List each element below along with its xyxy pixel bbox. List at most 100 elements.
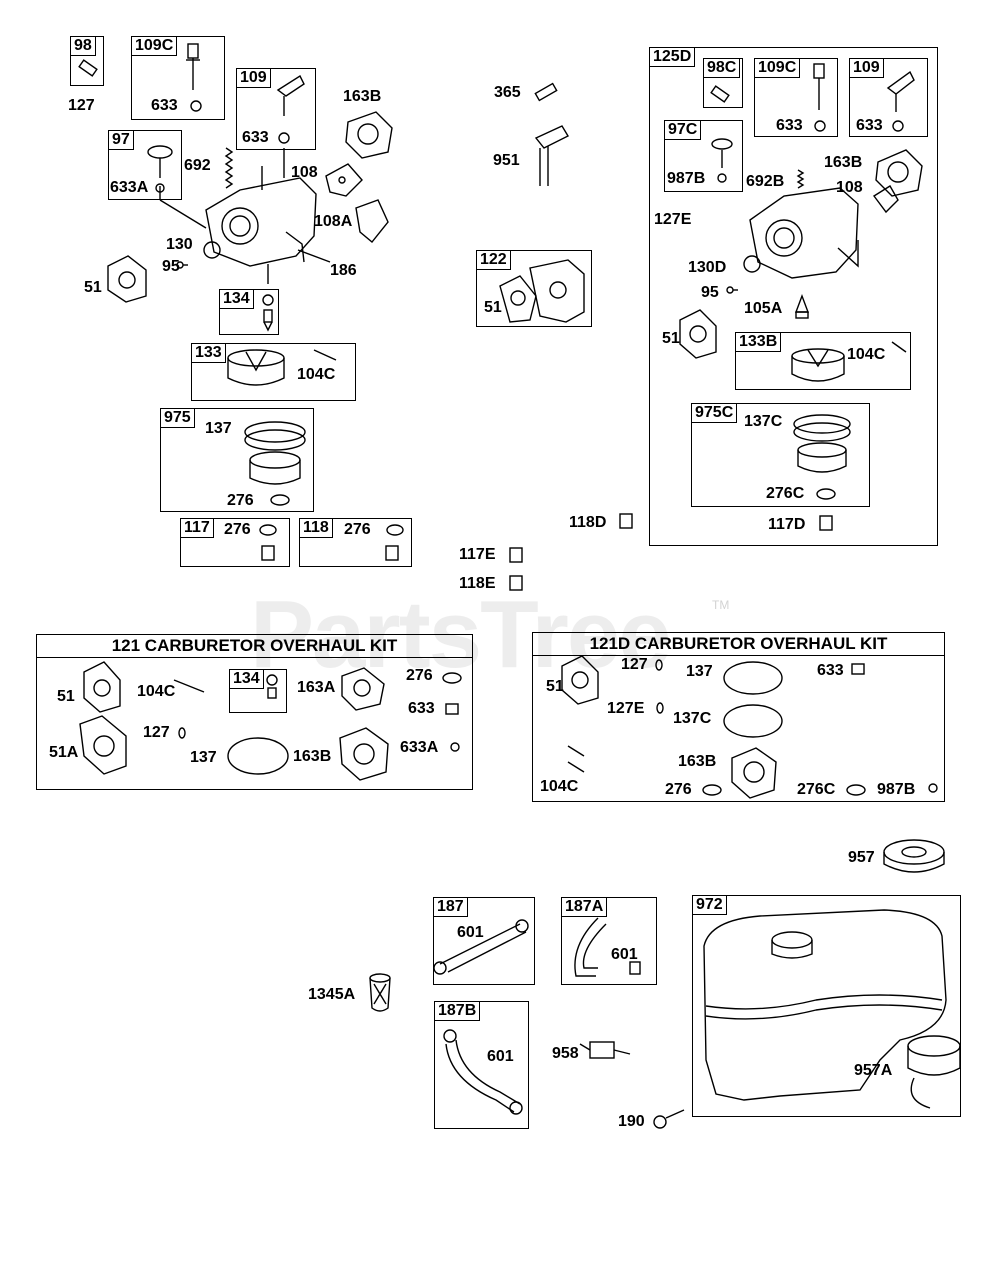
part-box-133: 133 <box>191 343 356 401</box>
part-label: 104C <box>137 683 176 700</box>
part-box-label: 975C <box>691 403 738 423</box>
float-bowl-drawing <box>244 421 306 485</box>
part-label: 957 <box>848 849 875 866</box>
part-label: 276 <box>224 521 251 538</box>
part-label: 137 <box>190 749 217 766</box>
part-box-97: 97 <box>108 130 182 200</box>
shutoff-valve-drawing <box>579 1041 631 1059</box>
part-box-label: 133 <box>191 343 226 363</box>
part-box-label: 98C <box>703 58 741 78</box>
part-label: 276 <box>227 492 254 509</box>
part-label: 633 <box>242 129 269 146</box>
part-label: 51 <box>662 330 680 347</box>
carburetor-drawing <box>159 148 317 284</box>
part-label: 118E <box>459 575 496 592</box>
part-box-label: 118 <box>299 518 333 538</box>
part-label: 127 <box>143 724 170 741</box>
part-box-133b: 133B <box>735 332 911 390</box>
part-box-label: 109 <box>849 58 884 78</box>
watermark-tm: TM <box>712 598 730 612</box>
part-label: 51 <box>84 279 102 296</box>
part-box-97c: 97C <box>664 120 743 192</box>
part-box-117: 117 <box>180 518 290 567</box>
part-box-label: 187A <box>561 897 608 917</box>
part-label: 633 <box>817 662 844 679</box>
part-label: 276 <box>406 667 433 684</box>
part-label: 987B <box>667 170 706 187</box>
part-label: 51A <box>49 744 79 761</box>
part-box-109c-right: 109C <box>754 58 838 137</box>
part-label: 137 <box>686 663 713 680</box>
oring-drawing <box>190 100 202 112</box>
kit-121d-title: 121D CARBURETOR OVERHAUL KIT <box>533 633 944 656</box>
part-label: 633 <box>408 700 435 717</box>
part-label: 127E <box>607 700 645 717</box>
part-box-label: 972 <box>692 895 727 915</box>
part-label: 987B <box>877 781 916 798</box>
part-box-label: 125D <box>649 47 696 67</box>
part-box-109c: 109C <box>131 36 225 120</box>
part-box-label: 109C <box>754 58 801 78</box>
part-box-134-kit: 134 <box>229 669 287 713</box>
kit-121d: 121D CARBURETOR OVERHAUL KIT <box>532 632 945 802</box>
part-box-125d: 125D <box>649 47 938 546</box>
part-label: 633A <box>400 739 439 756</box>
fuel-line-drawing <box>433 919 529 975</box>
part-label: 601 <box>457 924 484 941</box>
part-label: 633 <box>856 117 883 134</box>
fuel-line-drawing <box>574 917 641 977</box>
part-label: 633 <box>151 97 178 114</box>
part-label: 51 <box>546 678 564 695</box>
fuel-filter-drawing <box>369 973 391 1012</box>
part-label: 276C <box>766 485 805 502</box>
part-label: 958 <box>552 1045 579 1062</box>
part-label: 137C <box>744 413 783 430</box>
part-box-label: 122 <box>476 250 511 270</box>
part-label: 276 <box>665 781 692 798</box>
part-label: 692B <box>746 173 785 190</box>
part-label: 108 <box>291 164 318 181</box>
part-label: 163A <box>297 679 336 696</box>
part-label: 276C <box>797 781 836 798</box>
part-label: 51 <box>484 299 502 316</box>
part-label: 190 <box>618 1113 645 1130</box>
part-box-122: 122 <box>476 250 592 327</box>
part-box-label: 187B <box>434 1001 481 1021</box>
part-label: 692 <box>184 157 211 174</box>
part-label: 95 <box>701 284 719 301</box>
fuel-line-drawing <box>443 1029 523 1115</box>
needle-valve-drawing <box>186 43 200 90</box>
part-box-972: 972 <box>692 895 961 1117</box>
part-label: 957A <box>854 1062 893 1079</box>
part-label: 951 <box>493 152 520 169</box>
part-label: 108A <box>314 213 353 230</box>
needle-valve-drawing <box>276 74 305 116</box>
part-label: 104C <box>297 366 336 383</box>
float-drawing <box>227 349 285 386</box>
part-box-label: 187 <box>433 897 468 917</box>
part-label: 127 <box>68 97 95 114</box>
part-box-118: 118 <box>299 518 412 567</box>
part-box-label: 133B <box>735 332 782 352</box>
kit-121: 121 CARBURETOR OVERHAUL KIT 134 <box>36 634 473 790</box>
part-label: 118D <box>569 514 607 531</box>
part-box-label: 97C <box>664 120 702 140</box>
part-label: 163B <box>678 753 717 770</box>
gasket-drawing <box>345 111 393 159</box>
part-label: 633A <box>110 179 149 196</box>
part-box-98: 98 <box>70 36 104 86</box>
gasket-drawing <box>107 255 147 303</box>
screw-drawing <box>78 59 98 77</box>
part-label: 186 <box>330 262 357 279</box>
part-label: 104C <box>847 346 886 363</box>
part-label: 127E <box>654 211 692 228</box>
part-box-109-right: 109 <box>849 58 928 137</box>
part-box-label: 975 <box>160 408 195 428</box>
part-label: 104C <box>540 778 579 795</box>
part-label: 130D <box>688 259 727 276</box>
carburetor-drawing <box>749 187 859 279</box>
part-label: 163B <box>824 154 863 171</box>
part-label: 276 <box>344 521 371 538</box>
part-label: 365 <box>494 84 521 101</box>
